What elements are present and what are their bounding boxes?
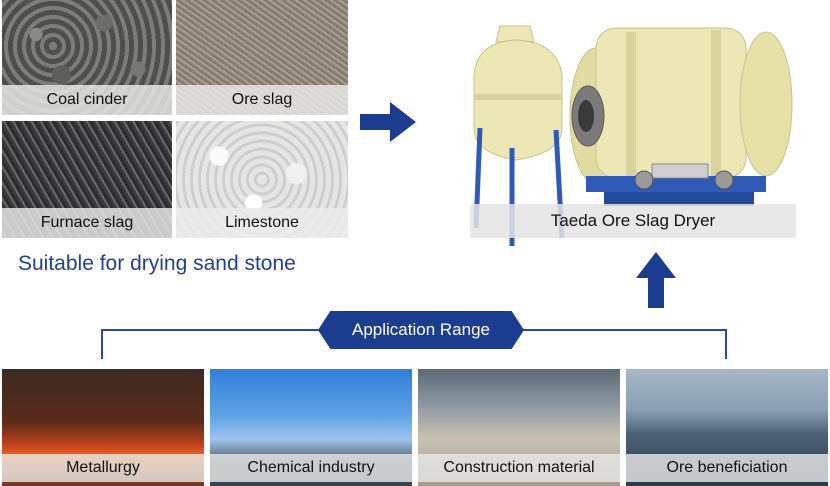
material-label: Ore slag bbox=[176, 85, 348, 115]
rotary-dryer-image bbox=[473, 25, 793, 246]
material-tile-limestone: Limestone bbox=[176, 121, 348, 238]
arrow-right-icon bbox=[360, 102, 416, 142]
suitable-caption: Suitable for drying sand stone bbox=[18, 252, 296, 275]
application-tile-chemical-industry: Chemical industry bbox=[210, 369, 412, 486]
material-label: Limestone bbox=[176, 208, 348, 238]
application-label: Chemical industry bbox=[210, 454, 412, 482]
application-range-banner: Application Range bbox=[318, 311, 524, 349]
application-tile-metallurgy: Metallurgy bbox=[2, 369, 204, 486]
application-tile-construction-material: Construction material bbox=[418, 369, 620, 486]
product-name-label: Taeda Ore Slag Dryer bbox=[470, 204, 796, 238]
application-label: Metallurgy bbox=[2, 454, 204, 482]
material-tile-coal-cinder: Coal cinder bbox=[2, 0, 172, 115]
material-tile-furnace-slag: Furnace slag bbox=[2, 121, 172, 238]
material-label: Furnace slag bbox=[2, 208, 172, 238]
application-label: Ore beneficiation bbox=[626, 454, 828, 482]
arrow-up-icon bbox=[636, 252, 676, 308]
material-tile-ore-slag: Ore slag bbox=[176, 0, 348, 115]
application-label: Construction material bbox=[418, 454, 620, 482]
material-label: Coal cinder bbox=[2, 85, 172, 115]
application-tile-ore-beneficiation: Ore beneficiation bbox=[626, 369, 828, 486]
